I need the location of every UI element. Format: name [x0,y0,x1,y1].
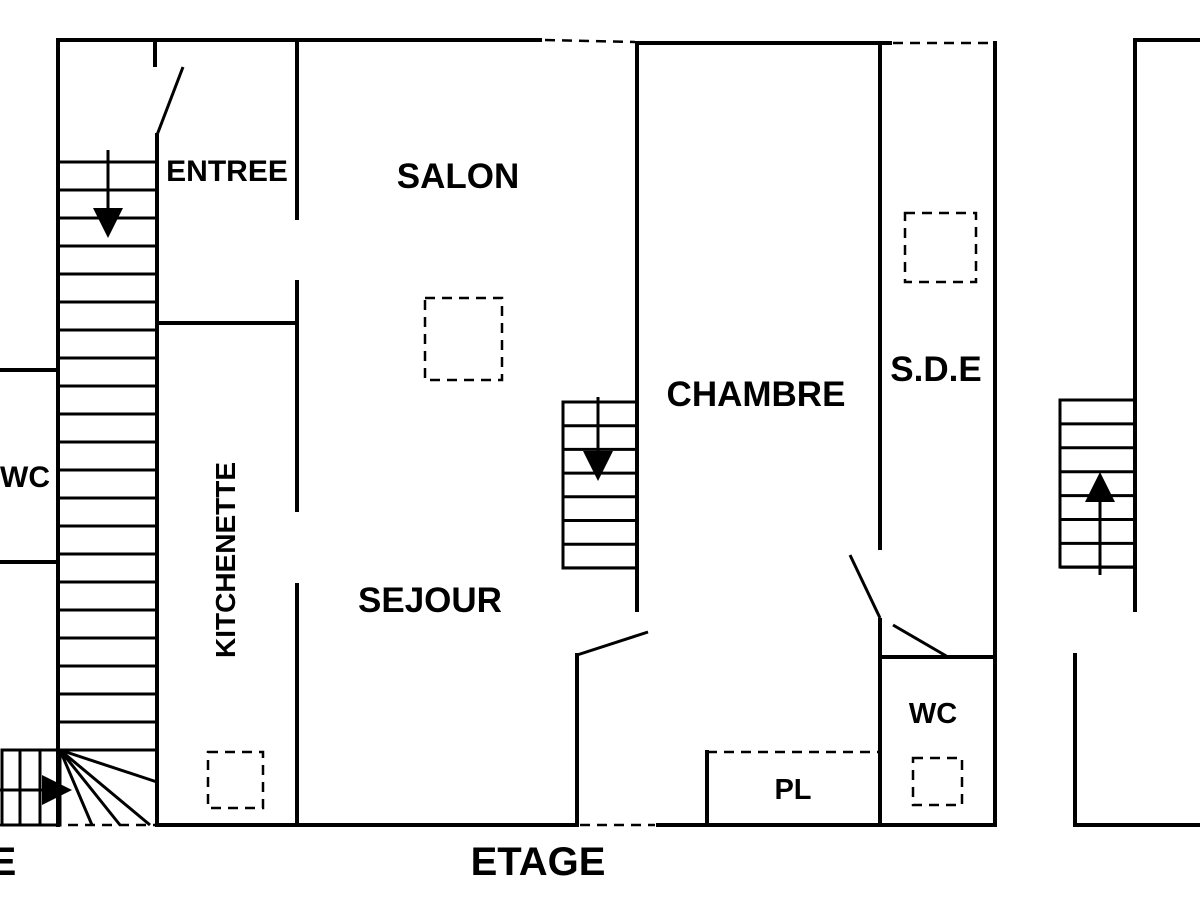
stairs-right [1058,398,1137,569]
label-entree: ENTREE [166,155,288,188]
kitchenette-fixture [206,750,265,810]
floor-label-etage: ETAGE [471,840,606,884]
label-salon: SALON [397,157,520,196]
salon-fixture [423,296,504,382]
label-sejour: SEJOUR [358,581,502,620]
label-wc-left: WC [0,461,50,494]
wc-fixture [911,756,964,807]
label-wc-right: WC [909,698,957,730]
dashed-fixtures [206,211,978,810]
room-labels: ENTREE SALON CHAMBRE S.D.E WC KITCHENETT… [0,155,982,884]
doors [155,66,949,659]
label-kitchenette: KITCHENETTE [210,462,241,658]
stairs-left [58,160,157,752]
stairs-middle [561,400,639,570]
floor-label-partial: E [0,840,16,884]
stairs-bottom-left [0,748,158,827]
label-placard: PL [774,774,811,806]
label-chambre: CHAMBRE [667,375,846,414]
sde-fixture [903,211,978,284]
label-sde: S.D.E [890,350,981,389]
